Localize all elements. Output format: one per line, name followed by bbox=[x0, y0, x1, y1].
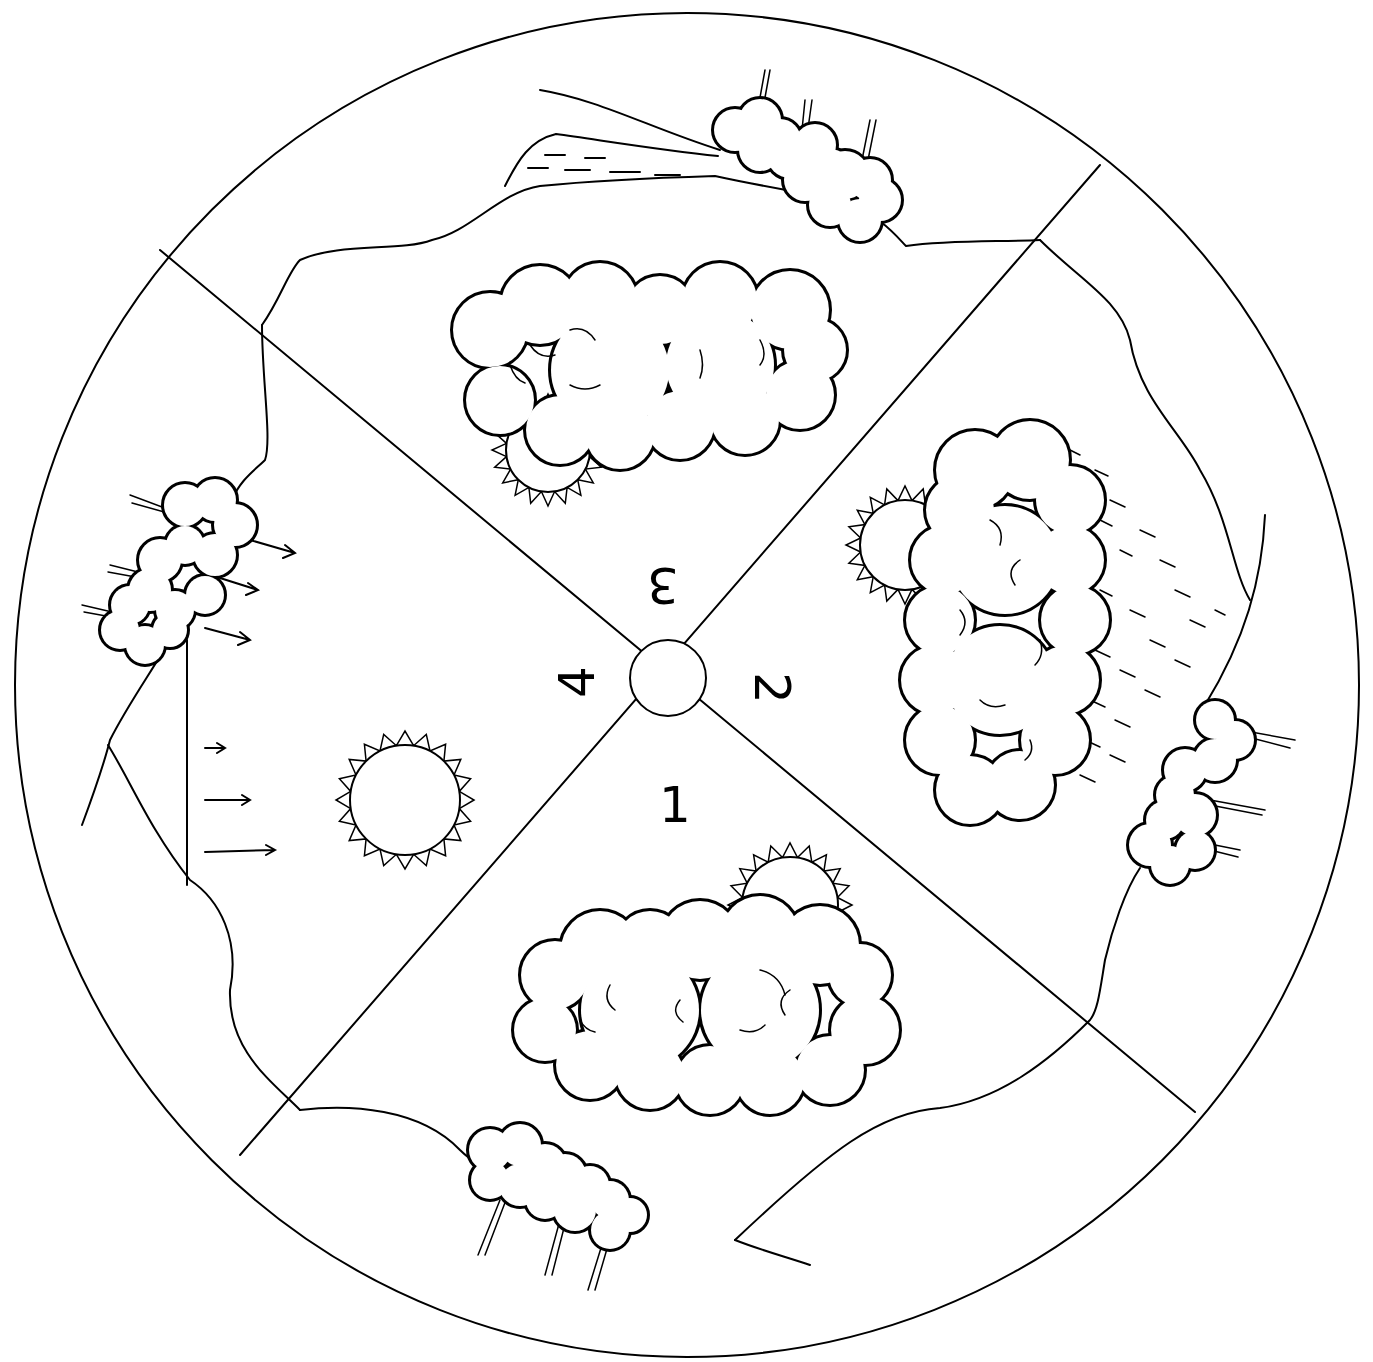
quadrant-number: 4 bbox=[552, 666, 602, 698]
tree-fill bbox=[809, 184, 851, 226]
tree-trunk bbox=[545, 1220, 560, 1275]
cloud-curl bbox=[607, 985, 615, 1010]
tree-fill bbox=[471, 1161, 509, 1199]
landscape-line bbox=[232, 325, 267, 500]
cloud-fill bbox=[1041, 586, 1109, 654]
tree-fill bbox=[591, 1211, 629, 1249]
cloud-fill bbox=[581, 951, 699, 1069]
cloud bbox=[452, 262, 847, 470]
cloud-curl bbox=[960, 610, 965, 635]
center-circle bbox=[630, 640, 706, 716]
hill-line bbox=[505, 134, 718, 186]
cloud-curl bbox=[570, 329, 595, 340]
cloud-curl bbox=[700, 350, 703, 378]
cloud bbox=[513, 895, 900, 1115]
cloud-fill bbox=[1036, 466, 1104, 534]
divider-line bbox=[240, 165, 1100, 1155]
cloud-curl bbox=[580, 1020, 595, 1032]
tree-fill bbox=[1176, 831, 1214, 869]
cloud-curl bbox=[676, 1000, 683, 1022]
hill-line bbox=[1205, 515, 1265, 705]
quadrant-number: 1 bbox=[659, 780, 691, 830]
cloud-edge bbox=[465, 365, 535, 435]
divider-line bbox=[160, 250, 1195, 1112]
suns bbox=[336, 394, 964, 967]
cloud bbox=[900, 420, 1110, 825]
cloud-curl bbox=[1025, 740, 1032, 760]
cloud-curl bbox=[530, 345, 555, 356]
cloud-fill bbox=[666, 311, 774, 419]
cloud-curl bbox=[760, 970, 785, 995]
hill-line bbox=[186, 640, 188, 885]
cloud-fill bbox=[514, 999, 576, 1061]
tree-fill bbox=[526, 1181, 564, 1219]
cloud-curl bbox=[781, 990, 790, 1015]
tree bbox=[1128, 700, 1255, 885]
tree bbox=[468, 1123, 648, 1250]
cloud-edge bbox=[1040, 585, 1110, 655]
quadrant-number: 3 bbox=[647, 560, 679, 610]
water-dashes bbox=[528, 155, 680, 175]
quadrant-number: 2 bbox=[747, 672, 797, 704]
sun-disc bbox=[350, 745, 460, 855]
cloud-curl bbox=[740, 1025, 765, 1032]
cloud-curl bbox=[1035, 640, 1042, 665]
cloud-fill bbox=[701, 951, 819, 1069]
clouds-and-trees bbox=[100, 98, 1255, 1250]
cloud-fill bbox=[466, 366, 534, 434]
tree bbox=[100, 478, 257, 665]
sun-rays bbox=[336, 731, 474, 869]
cloud-curl bbox=[510, 365, 525, 383]
tree-trunks bbox=[82, 70, 1295, 1290]
cloud-curl bbox=[980, 700, 1005, 707]
cloud-fill bbox=[946, 626, 1054, 734]
cloud-fill bbox=[551, 311, 669, 429]
tree-trunk bbox=[478, 1200, 500, 1255]
tree-trunk bbox=[1210, 800, 1265, 810]
cloud-curl bbox=[990, 520, 1001, 545]
cloud-curl bbox=[570, 385, 600, 389]
hill-line bbox=[735, 1240, 810, 1265]
cloud-curl bbox=[760, 340, 764, 365]
cloud-fill bbox=[951, 506, 1059, 614]
landscape-line bbox=[108, 745, 300, 1110]
tree-trunk bbox=[485, 1200, 506, 1255]
hill-line bbox=[540, 90, 720, 150]
tree-fill bbox=[186, 576, 224, 614]
tree-fill bbox=[153, 613, 187, 647]
outer-circle bbox=[15, 13, 1359, 1357]
cloud-curl bbox=[1011, 560, 1020, 585]
tree bbox=[713, 98, 902, 242]
